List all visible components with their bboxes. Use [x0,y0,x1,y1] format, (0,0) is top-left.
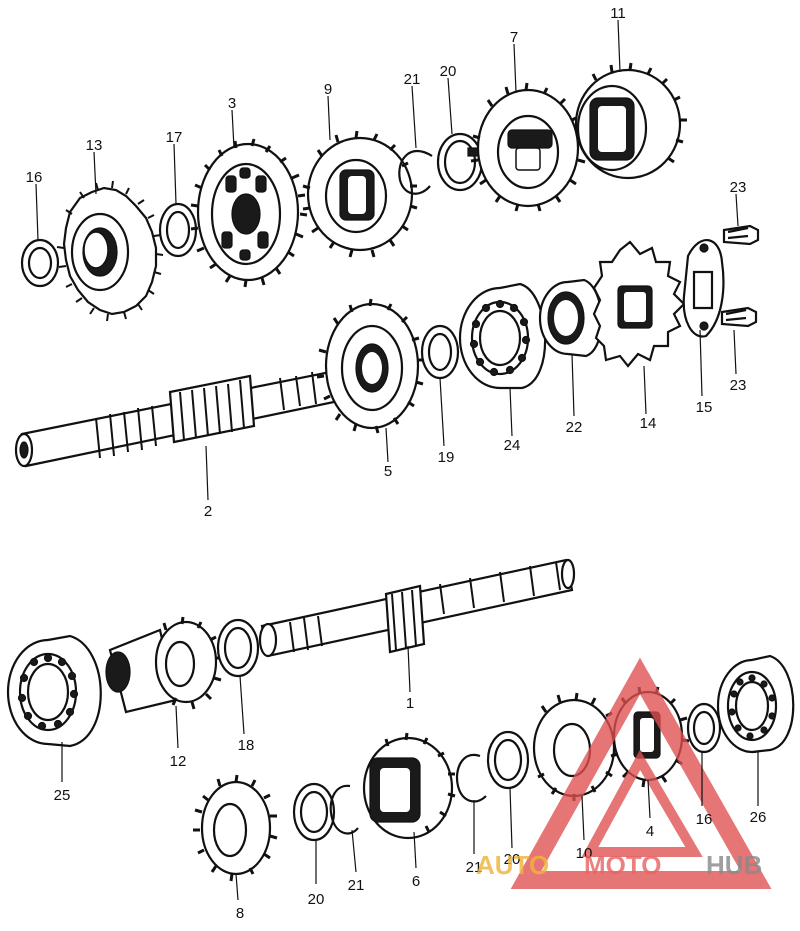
callout-20: 20 [440,63,457,80]
gear-7 [470,82,586,212]
bearing-26 [716,654,795,754]
circlip-21-lower-left [329,784,359,835]
bolt-23-lower [720,306,758,328]
callout-12: 12 [170,753,187,770]
watermark-hub: HUB [706,850,762,880]
callout-19: 19 [438,449,455,466]
callout-3: 3 [228,95,236,112]
gear-3 [190,138,308,288]
sprocket-14 [592,240,686,368]
leader-lines [35,19,759,901]
callout-25: 25 [54,787,71,804]
callout-16: 16 [26,169,43,186]
washer-18 [216,618,260,678]
callout-8: 8 [236,905,244,922]
callout-6: 6 [412,873,420,890]
callout-23: 23 [730,377,747,394]
gear-8 [193,774,278,882]
callout-4: 4 [646,823,654,840]
watermark-auto: AUTO [476,850,549,880]
callout-21: 21 [404,71,421,88]
bearing-24 [458,282,547,390]
callout-20: 20 [308,891,325,908]
callout-10: 10 [576,845,593,862]
callout-16: 16 [696,811,713,828]
callout-5: 5 [384,463,392,480]
gear-6 [362,732,456,840]
gear-13 [56,180,164,322]
callout-1: 1 [406,695,414,712]
washer-16-lower [686,702,722,754]
callout-11: 11 [610,5,626,22]
watermark-wordmark: AUTO MOTO HUB [476,850,762,880]
callout-13: 13 [86,137,103,154]
callout-14: 14 [640,415,657,432]
callout-15: 15 [696,399,713,416]
callout-22: 22 [566,419,583,436]
washer-16-upper [20,238,60,288]
countershaft-2 [14,370,336,468]
washer-20-lower-left [292,782,336,842]
callout-18: 18 [238,737,255,754]
circlip-21-upper [398,149,433,195]
oil-seal-22 [538,278,603,358]
callout-24: 24 [504,437,521,454]
callout-23: 23 [730,179,747,196]
callout-labels: 16 13 17 3 9 21 20 7 11 23 23 2 5 19 24 … [26,5,767,922]
mainshaft-1 [258,558,576,658]
callout-26: 26 [750,809,767,826]
callout-7: 7 [510,29,518,46]
watermark-moto: MOTO [584,850,662,880]
gear-5 [316,298,425,434]
callout-21: 21 [348,877,365,894]
washer-20-upper [436,132,484,192]
callout-2: 2 [204,503,212,520]
lock-plate-15 [682,238,725,338]
washer-19 [420,324,460,380]
circlip-21-lower-right [455,753,487,803]
gear-9 [302,130,418,258]
washer-17 [158,202,198,258]
bolt-23-upper [722,224,760,246]
watermark-logo [510,657,772,889]
callout-9: 9 [324,81,332,98]
washer-20-lower-right [486,730,530,790]
gear-11 [574,62,687,180]
callout-20: 20 [504,851,521,868]
bearing-25 [6,634,102,748]
gear-12 [105,616,223,714]
callout-21: 21 [466,859,483,876]
callout-17: 17 [166,129,183,146]
